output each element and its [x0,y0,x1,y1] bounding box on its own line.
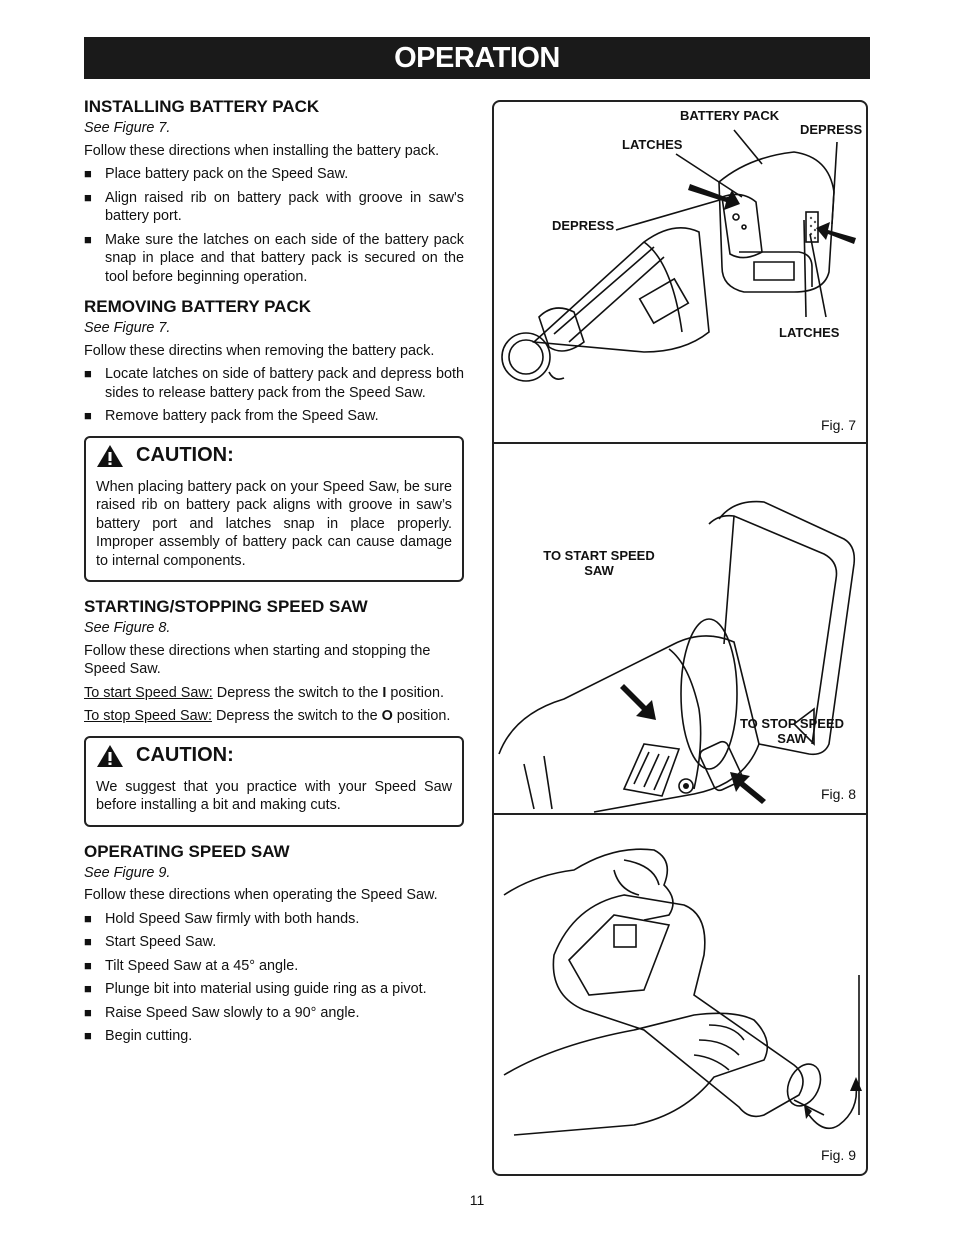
operating-list: Hold Speed Saw firmly with both hands. S… [84,910,464,1046]
caution-text: We suggest that you practice with your S… [96,778,452,814]
installing-heading: INSTALLING BATTERY PACK [84,97,320,116]
list-item: Raise Speed Saw slowly to a 90° angle. [84,1004,464,1023]
stop-text: Depress the switch to the [212,708,382,724]
starting-figure-ref: See Figure 8. [84,620,171,636]
callout-latches-top: LATCHES [622,137,683,152]
start-text: Depress the switch to the [212,684,383,701]
figure-9: Fig. 9 [494,815,866,1174]
figure-7: BATTERY PACK DEPRESS LATCHES DEPRESS LAT… [494,102,866,444]
caution-title: CAUTION: [136,444,234,467]
caution-title: CAUTION: [136,744,234,767]
page-number: 11 [469,1192,485,1208]
caution-box-practice: CAUTION: We suggest that you practice wi… [84,735,464,827]
battery-pack-illustration [501,129,856,382]
caution-box-battery: CAUTION: When placing battery pack on yo… [84,435,464,582]
figure-8: TO START SPEED SAW TO STOP SPEED SAW Fig… [494,444,866,814]
list-item: Align raised rib on battery pack with gr… [84,189,464,226]
stop-instruction: To stop Speed Saw: Depress the switch to… [84,707,464,726]
operating-figure-ref: See Figure 9. [84,864,171,881]
list-item: Start Speed Saw. [84,933,464,952]
removing-section: REMOVING BATTERY PACK See Figure 7. Foll… [84,296,464,426]
figure-divider [494,813,866,815]
installing-figure-ref: See Figure 7. [84,120,171,136]
figure-9-label: Fig. 9 [820,1147,856,1163]
figure-8-label: Fig. 8 [820,786,856,802]
list-item: Begin cutting. [84,1027,464,1046]
start-label: To start Speed Saw: [84,684,213,701]
list-item: Tilt Speed Saw at a 45° angle. [84,957,464,976]
operating-heading: OPERATING SPEED SAW [84,841,290,861]
figure-7-label: Fig. 7 [820,417,856,433]
start-instruction: To start Speed Saw: Depress the switch t… [84,684,464,703]
figure-divider [494,442,866,444]
starting-stopping-heading: STARTING/STOPPING SPEED SAW [84,597,368,616]
caution-header: CAUTION: [96,444,452,468]
starting-stopping-section: STARTING/STOPPING SPEED SAW See Figure 8… [84,596,464,726]
operating-section: OPERATING SPEED SAW See Figure 9. Follow… [84,841,464,1046]
starting-intro: Follow these directions when starting an… [84,642,431,678]
two-hand-operation-illustration [503,848,862,1136]
callout-depress-top: DEPRESS [800,122,863,137]
list-item: Make sure the latches on each side of th… [84,231,464,287]
start-end: position. [386,684,444,701]
installing-section: INSTALLING BATTERY PACK See Figure 7. Fo… [84,96,464,286]
stop-end: position. [392,708,451,724]
removing-heading: REMOVING BATTERY PACK [84,297,311,316]
operating-intro: Follow these directions when operating t… [84,887,438,903]
instructions-column: INSTALLING BATTERY PACK See Figure 7. Fo… [84,96,464,1056]
list-item: Remove battery pack from the Speed Saw. [84,407,464,426]
list-item: Place battery pack on the Speed Saw. [84,165,464,184]
warning-icon [97,444,123,467]
warning-icon [97,744,123,767]
installing-intro: Follow these directions when installing … [84,142,440,159]
callout-to-start: TO START SPEED SAW [543,548,655,578]
list-item: Plunge bit into material using guide rin… [84,980,464,999]
stop-label: To stop Speed Saw: [84,708,212,724]
figures-panel: BATTERY PACK DEPRESS LATCHES DEPRESS LAT… [492,100,868,1176]
installing-list: Place battery pack on the Speed Saw. Ali… [84,165,464,286]
callout-latches-bottom: LATCHES [779,325,840,340]
caution-text: When placing battery pack on your Speed … [96,478,452,569]
start-position: I [382,684,387,701]
list-item: Hold Speed Saw firmly with both hands. [84,910,464,929]
callout-to-stop: TO STOP SPEED SAW [739,716,845,746]
removing-list: Locate latches on side of battery pack a… [84,365,464,426]
stop-position: O [381,708,393,724]
caution-header: CAUTION: [96,744,452,768]
callout-depress-left: DEPRESS [552,218,615,233]
list-item: Locate latches on side of battery pack a… [84,365,464,402]
callout-battery-pack: BATTERY PACK [680,108,780,123]
removing-intro: Follow these directins when removing the… [84,342,435,359]
page-title: OPERATION [84,37,870,79]
switch-illustration [498,500,856,813]
removing-figure-ref: See Figure 7. [84,320,171,336]
